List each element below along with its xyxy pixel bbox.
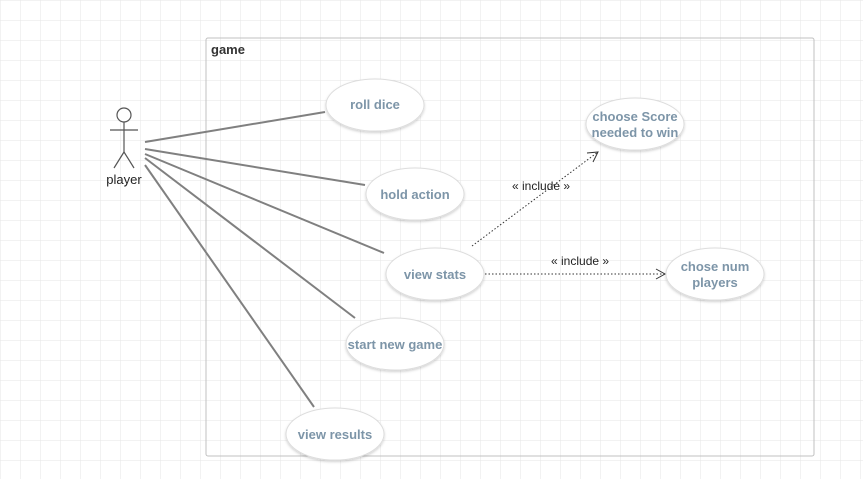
include-relations: « include » « include »: [471, 151, 667, 280]
use-case-label: roll dice: [350, 97, 400, 112]
stick-figure-icon: [110, 107, 138, 169]
include-edge-choose-score[interactable]: « include »: [471, 151, 599, 247]
use-case-roll-dice[interactable]: roll dice: [325, 78, 425, 132]
use-case-label-line1: choose Score: [592, 109, 677, 124]
include-label-players: « include »: [551, 254, 609, 268]
system-boundary[interactable]: game: [205, 37, 815, 457]
use-case-label: hold action: [380, 187, 449, 202]
use-case-label: view results: [298, 427, 372, 442]
include-label-score: « include »: [512, 179, 570, 193]
association-roll-dice[interactable]: [144, 111, 326, 143]
use-case-choose-score[interactable]: choose Score needed to win: [585, 97, 685, 151]
actor-player[interactable]: player: [106, 107, 142, 187]
use-case-hold-action[interactable]: hold action: [365, 167, 465, 221]
use-case-label-line2: needed to win: [592, 125, 679, 140]
association-start-new-game[interactable]: [144, 157, 356, 319]
use-case-chose-num-players[interactable]: chose num players: [665, 247, 765, 301]
association-hold-action[interactable]: [144, 148, 366, 186]
use-case-label-line2: players: [692, 275, 738, 290]
associations: [144, 111, 385, 408]
boundary-label: game: [211, 42, 245, 57]
use-case-view-stats[interactable]: view stats: [385, 247, 485, 301]
association-view-results[interactable]: [144, 164, 315, 408]
use-case-label: view stats: [404, 267, 466, 282]
actor-label: player: [106, 172, 142, 187]
use-case-start-new-game[interactable]: start new game: [345, 317, 445, 371]
use-case-label-line1: chose num: [681, 259, 750, 274]
use-case-label: start new game: [348, 337, 443, 352]
use-case-view-results[interactable]: view results: [285, 407, 385, 461]
association-view-stats[interactable]: [144, 153, 385, 254]
include-edge-chose-num-players[interactable]: « include »: [485, 254, 667, 280]
